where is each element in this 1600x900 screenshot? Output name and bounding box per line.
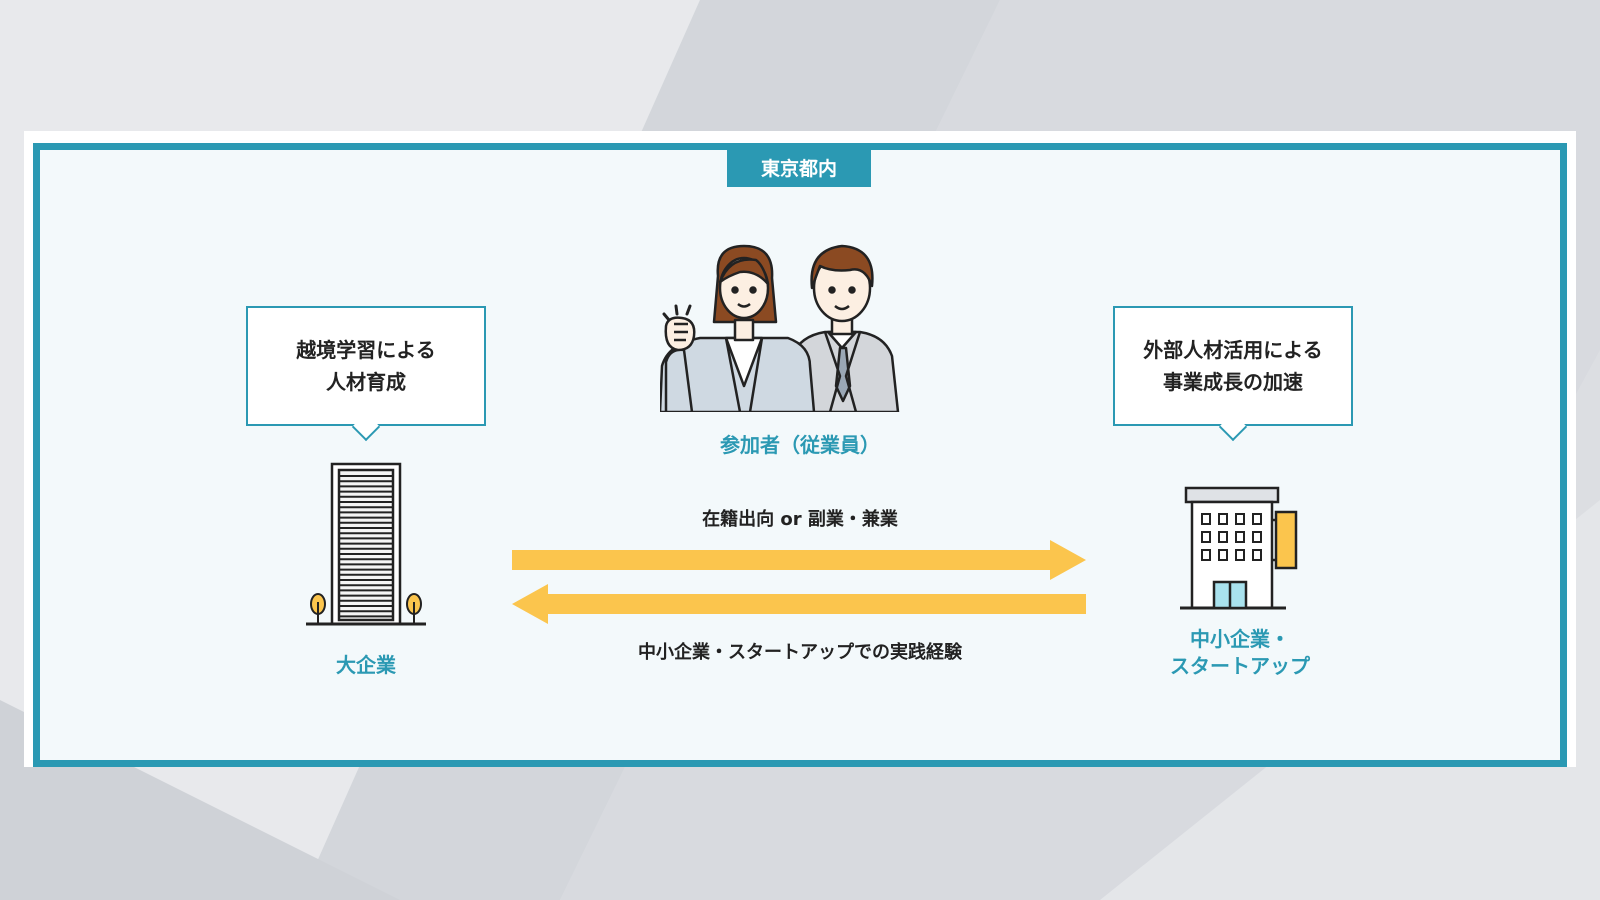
large-company-benefit-bubble: 越境学習による 人材育成 [246, 306, 486, 426]
bubble-line: 事業成長の加速 [1163, 370, 1303, 394]
sme-benefit-bubble: 外部人材活用による 事業成長の加速 [1113, 306, 1353, 426]
participants-label: 参加者（従業員） [720, 433, 880, 457]
bubble-line: 越境学習による [296, 338, 436, 362]
sme-label-line: 中小企業・ [1190, 627, 1290, 651]
window [1218, 531, 1228, 543]
window [1235, 513, 1245, 525]
window [1252, 513, 1262, 525]
window [1201, 513, 1211, 525]
region-frame [33, 143, 1567, 767]
forward-flow-label: 在籍出向 or 副業・兼業 [702, 509, 898, 530]
window [1218, 549, 1228, 561]
window [1235, 549, 1245, 561]
right-arrow-icon [512, 540, 1086, 580]
business-people-icon [660, 244, 900, 412]
backward-flow-label: 中小企業・スタートアップでの実践経験 [638, 642, 962, 663]
sme-startup-label: 中小企業・ スタートアップ [1140, 626, 1340, 680]
left-arrow-icon [512, 584, 1086, 624]
window [1218, 513, 1228, 525]
sme-label-line: スタートアップ [1170, 654, 1310, 678]
office-building-icon [1180, 486, 1298, 610]
window [1252, 531, 1262, 543]
window [1235, 531, 1245, 543]
window [1201, 549, 1211, 561]
forward-arrow [512, 540, 1086, 624]
window [1201, 531, 1211, 543]
bubble-line: 人材育成 [326, 370, 406, 394]
region-tab: 東京都内 [727, 148, 871, 187]
large-company-label: 大企業 [336, 653, 396, 677]
window [1252, 549, 1262, 561]
skyscraper-icon [306, 462, 426, 626]
bubble-line: 外部人材活用による [1143, 338, 1323, 362]
